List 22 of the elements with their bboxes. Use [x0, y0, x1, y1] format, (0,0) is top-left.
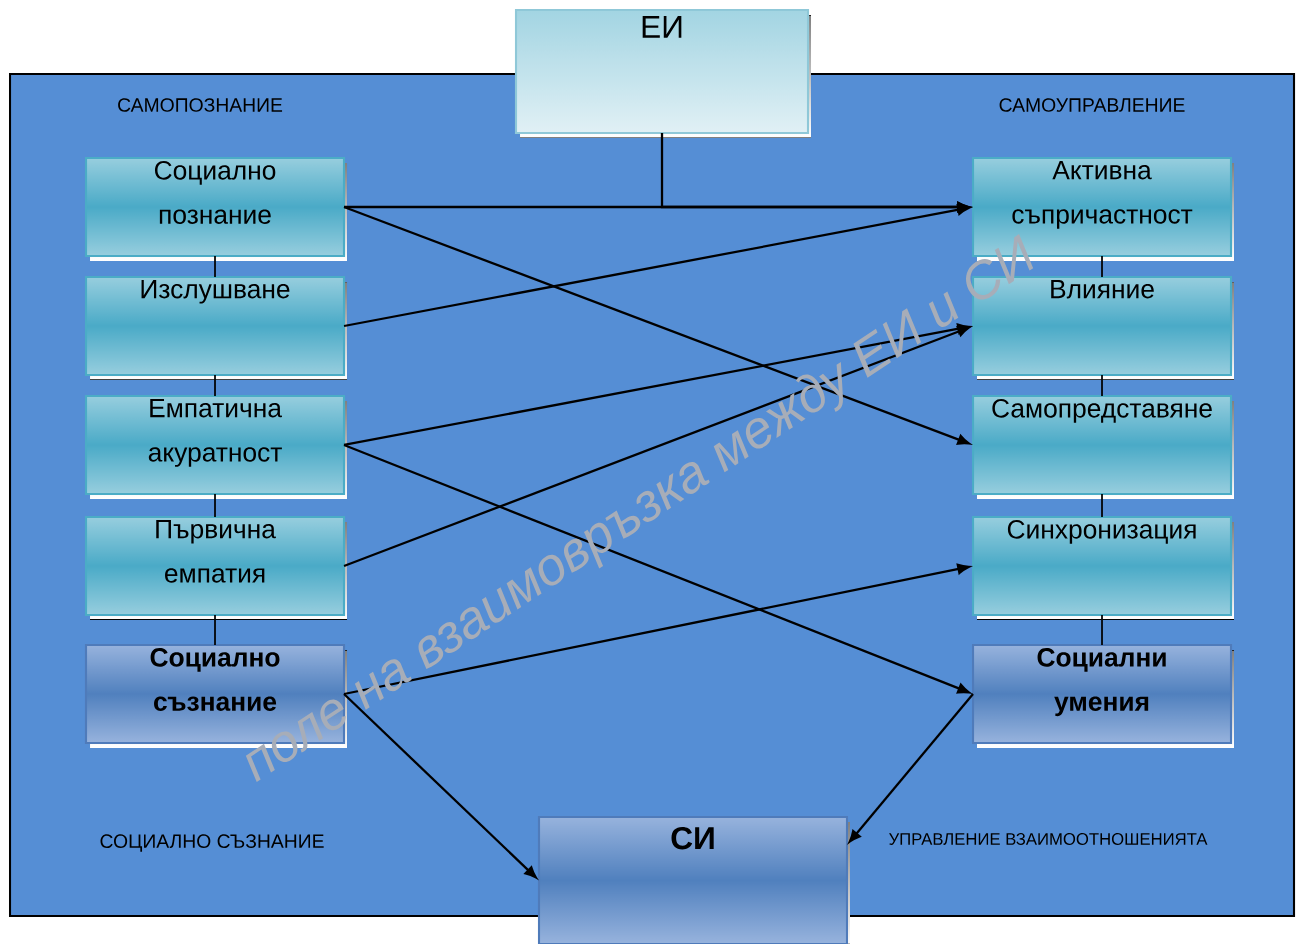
arrow: [343, 443, 970, 694]
arrow: [344, 201, 970, 213]
section-label: САМОПОЗНАНИЕ: [118, 98, 283, 112]
arrow: [343, 563, 970, 696]
process-box: Синхронизация: [971, 515, 1234, 620]
arrow: [343, 204, 970, 328]
process-box: ЕИ: [514, 8, 811, 138]
section-label: СОЦИАЛНО СЪЗНАНИЕ: [100, 834, 324, 852]
process-box: Емпатична акуратност: [84, 394, 347, 499]
process-box: СИ: [537, 815, 850, 944]
arrow: [343, 205, 970, 445]
arrow: [343, 693, 537, 879]
section-label: САМОУПРАВЛЕНИЕ: [999, 98, 1185, 112]
arrow: [343, 326, 970, 568]
process-box: Самопредставяне: [971, 394, 1234, 499]
process-box: Първична емпатия: [84, 515, 347, 620]
process-box: Социални умения: [971, 643, 1234, 748]
arrow: [343, 323, 970, 447]
arrow: [848, 693, 974, 843]
section-label: УПРАВЛЕНИЕ ВЗАИМООТНОШЕНИЯТА: [889, 833, 1208, 845]
process-box: Социално познание: [84, 156, 347, 261]
process-box: Изслушване: [84, 275, 347, 380]
